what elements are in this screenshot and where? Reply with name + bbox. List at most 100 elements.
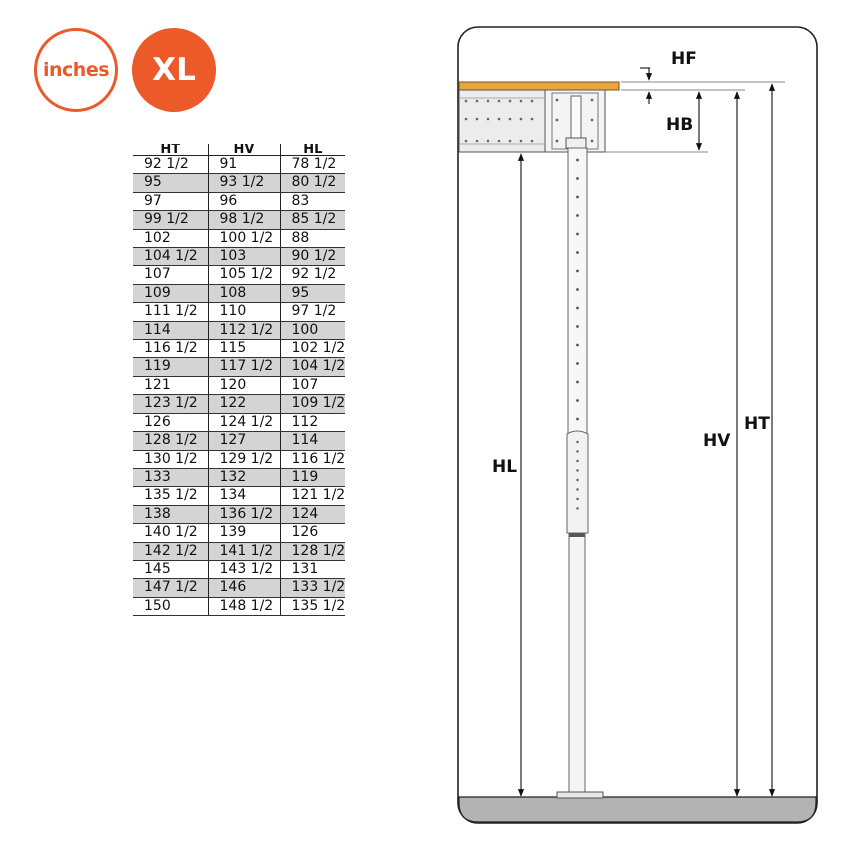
table-cell-ht: 119 (133, 357, 209, 377)
table-cell-hl: 109 1/2 (280, 394, 346, 414)
table-cell-hl: 116 1/2 (280, 450, 346, 469)
floor-board (458, 81, 620, 91)
table-cell-hl: 121 1/2 (280, 486, 346, 506)
dimension-label-hv: HV (703, 431, 731, 451)
table-header-row: HT HV HL (133, 144, 346, 156)
table-cell-hl: 119 (280, 468, 346, 488)
table-cell-hl: 95 (280, 284, 346, 304)
table-cell-hv: 132 (208, 468, 281, 488)
table-cell-ht: 126 (133, 413, 209, 433)
table-cell-hl: 112 (280, 413, 346, 433)
table-cell-hl: 83 (280, 192, 346, 212)
table-cell-hl: 126 (280, 523, 346, 543)
table-cell-hl: 92 1/2 (280, 265, 346, 285)
table-cell-hv: 129 1/2 (208, 450, 281, 469)
table-cell-hv: 143 1/2 (208, 560, 281, 580)
ground-slab (458, 796, 817, 823)
table-cell-hv: 112 1/2 (208, 321, 281, 341)
table-cell-hv: 100 1/2 (208, 229, 281, 249)
table-cell-ht: 133 (133, 468, 209, 488)
table-cell-hv: 115 (208, 339, 281, 359)
table-cell-ht: 109 (133, 284, 209, 304)
units-badge-label: inches (42, 59, 110, 81)
column-header-ht: HT (133, 144, 209, 156)
table-cell-ht: 104 1/2 (133, 247, 209, 267)
size-badge: XL (132, 28, 216, 112)
table-cell-ht: 135 1/2 (133, 486, 209, 506)
table-cell-hl: 135 1/2 (280, 597, 346, 617)
table-cell-ht: 121 (133, 376, 209, 396)
table-cell-hl: 78 1/2 (280, 155, 346, 175)
table-cell-ht: 128 1/2 (133, 431, 209, 451)
table-cell-hv: 120 (208, 376, 281, 396)
table-cell-hl: 80 1/2 (280, 173, 346, 193)
table-cell-hv: 139 (208, 523, 281, 543)
table-cell-ht: 116 1/2 (133, 339, 209, 359)
table-cell-hv: 93 1/2 (208, 173, 281, 193)
table-cell-ht: 102 (133, 229, 209, 249)
column-header-hl: HL (280, 144, 346, 156)
table-cell-ht: 150 (133, 597, 209, 617)
table-cell-hl: 124 (280, 505, 346, 525)
table-cell-hl: 114 (280, 431, 346, 451)
table-cell-ht: 95 (133, 173, 209, 193)
table-cell-hv: 98 1/2 (208, 210, 281, 230)
table-cell-hv: 148 1/2 (208, 597, 281, 617)
dimension-label-hb: HB (666, 115, 693, 135)
table-cell-hl: 102 1/2 (280, 339, 346, 359)
table-cell-hv: 91 (208, 155, 281, 175)
table-cell-hv: 110 (208, 302, 281, 322)
units-badge: inches (34, 28, 118, 112)
table-cell-hv: 122 (208, 394, 281, 414)
table-cell-hl: 100 (280, 321, 346, 341)
table-cell-hv: 108 (208, 284, 281, 304)
table-cell-hv: 96 (208, 192, 281, 212)
table-cell-hl: 90 1/2 (280, 247, 346, 267)
dimension-label-hf: HF (671, 49, 697, 69)
table-cell-hv: 124 1/2 (208, 413, 281, 433)
diagram-frame (457, 26, 818, 824)
table-cell-hl: 104 1/2 (280, 357, 346, 377)
prop-column (556, 95, 604, 799)
table-cell-hv: 136 1/2 (208, 505, 281, 525)
table-cell-ht: 107 (133, 265, 209, 285)
table-cell-hl: 85 1/2 (280, 210, 346, 230)
table-cell-hl: 97 1/2 (280, 302, 346, 322)
table-cell-ht: 147 1/2 (133, 578, 209, 598)
dimension-label-ht: HT (744, 414, 770, 434)
table-cell-hv: 134 (208, 486, 281, 506)
table-cell-ht: 92 1/2 (133, 155, 209, 175)
table-cell-hl: 133 1/2 (280, 578, 346, 598)
table-cell-ht: 97 (133, 192, 209, 212)
table-cell-ht: 114 (133, 321, 209, 341)
table-cell-hv: 146 (208, 578, 281, 598)
table-cell-ht: 123 1/2 (133, 394, 209, 414)
table-cell-hl: 131 (280, 560, 346, 580)
table-cell-hv: 127 (208, 431, 281, 451)
table-cell-ht: 142 1/2 (133, 542, 209, 561)
table-cell-hv: 105 1/2 (208, 265, 281, 285)
